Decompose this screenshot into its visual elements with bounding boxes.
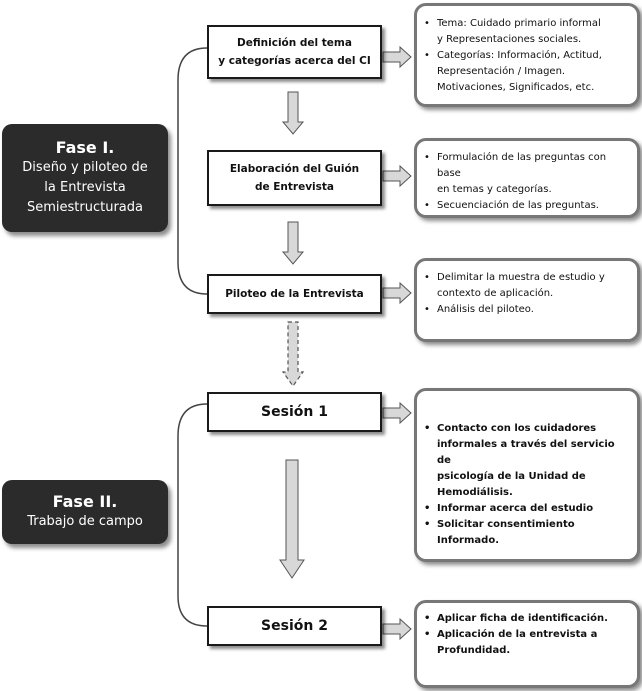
step-definicion-label: Definición del tema y categorías acerca … [218,37,371,67]
note-definicion-item: Categorías: Información, Actitud, Repres… [423,48,629,96]
note-definicion: Tema: Cuidado primario informal y Repres… [414,3,640,107]
step-definicion: Definición del tema y categorías acerca … [207,25,382,79]
note-sesion-2-item: Aplicar ficha de identificación. [423,611,629,627]
note-piloteo-item: Análisis del piloteo. [423,302,629,318]
note-piloteo-item: Delimitar la muestra de estudio y contex… [423,270,629,302]
phase-1-box: Fase I. Diseño y piloteo de la Entrevist… [2,124,168,232]
note-sesion-1-item: Contacto con los cuidadores informales a… [423,421,629,501]
right-arrow-4 [382,401,412,425]
phase-2-box: Fase II. Trabajo de campo [2,480,168,544]
note-sesion-1-item: Solicitar consentimiento Informado. [423,517,629,549]
right-arrow-5 [382,617,412,641]
step-sesion-2: Sesión 2 [207,606,382,646]
down-arrow-long [279,459,305,579]
right-arrow-1 [382,45,412,69]
right-arrow-2 [382,164,412,188]
down-arrow-dashed [281,321,305,388]
step-elaboracion: Elaboración del Guión de Entrevista [207,150,382,206]
phase-2-title: Fase II. [52,492,118,511]
down-arrow-1 [281,91,305,135]
note-elaboracion: Formulación de las preguntas con base en… [414,138,640,218]
phase-1-title: Fase I. [55,138,115,157]
phase-2-bracket [177,403,208,627]
note-definicion-item: Tema: Cuidado primario informal y Repres… [423,16,629,48]
step-sesion-1-label: Sesión 1 [261,404,328,420]
note-sesion-2-item: Aplicación de la entrevista a Profundida… [423,627,629,659]
note-sesion-2: Aplicar ficha de identificación. Aplicac… [414,600,640,688]
phase-1-bracket [177,47,208,295]
right-arrow-3 [382,281,412,305]
phase-2-subtitle: Trabajo de campo [27,514,143,529]
down-arrow-2 [281,221,305,265]
step-elaboracion-label: Elaboración del Guión de Entrevista [229,163,360,193]
step-sesion-2-label: Sesión 2 [261,618,328,634]
step-piloteo-label: Piloteo de la Entrevista [225,288,364,300]
step-piloteo: Piloteo de la Entrevista [207,274,382,314]
note-sesion-1: Contacto con los cuidadores informales a… [414,388,640,562]
phase-1-subtitle: Diseño y piloteo de la Entrevista Semies… [22,160,148,215]
note-elaboracion-item: Secuenciación de las preguntas. [423,198,629,214]
note-elaboracion-item: Formulación de las preguntas con base en… [423,150,629,198]
step-sesion-1: Sesión 1 [207,392,382,432]
note-sesion-1-item: Informar acerca del estudio [423,501,629,517]
note-piloteo: Delimitar la muestra de estudio y contex… [414,258,640,342]
